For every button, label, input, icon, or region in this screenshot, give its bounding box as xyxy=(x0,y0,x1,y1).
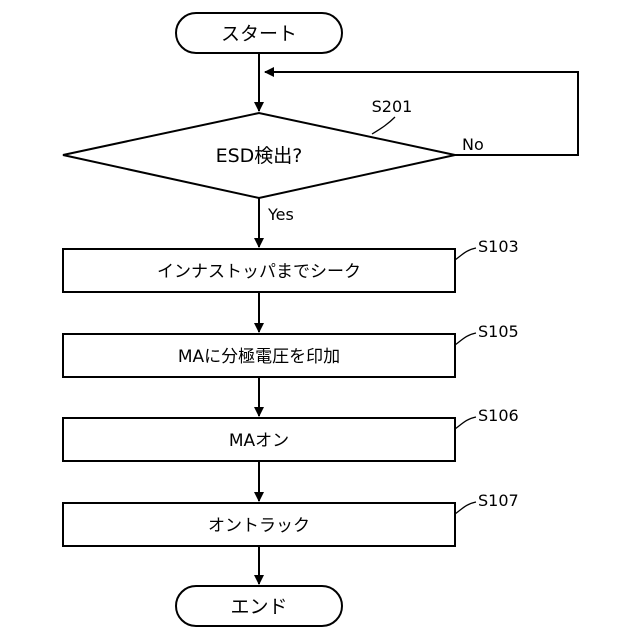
process-4-step-leader xyxy=(455,502,476,514)
end-label: エンド xyxy=(230,596,287,618)
process-2-step-label: S105 xyxy=(478,322,519,341)
decision-step-leader xyxy=(372,117,395,134)
start-label: スタート xyxy=(221,23,297,45)
process-3-step-leader xyxy=(455,417,476,429)
decision-label: ESD検出? xyxy=(216,145,303,167)
process-1-label: インナストッパまでシーク xyxy=(157,262,361,282)
branch-yes-label: Yes xyxy=(267,205,294,224)
process-4-label: オントラック xyxy=(208,516,310,536)
process-2-label: MAに分極電圧を印加 xyxy=(178,347,340,367)
process-3-label: MAオン xyxy=(229,431,289,451)
decision-step-label: S201 xyxy=(372,97,413,116)
process-2-step-leader xyxy=(455,333,476,345)
process-3-step-label: S106 xyxy=(478,406,519,425)
process-4-step-label: S107 xyxy=(478,491,519,510)
process-1-step-label: S103 xyxy=(478,237,519,256)
branch-no-label: No xyxy=(462,135,484,154)
process-1-step-leader xyxy=(455,248,476,260)
